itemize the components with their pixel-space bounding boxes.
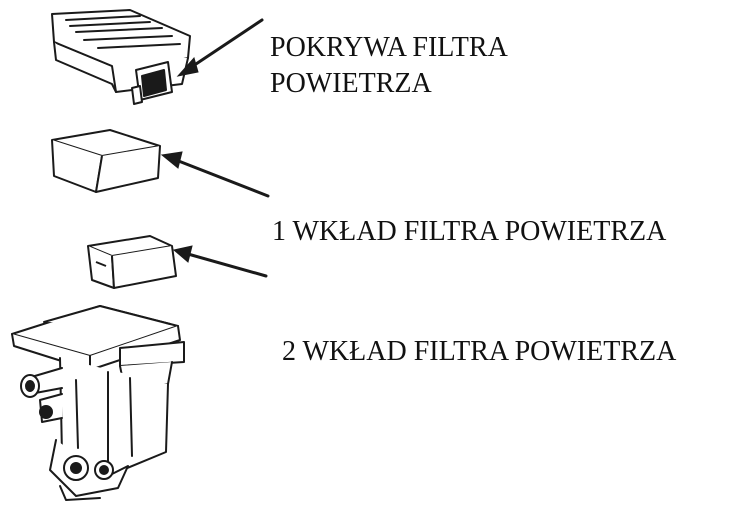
filter2-arrowhead [172, 245, 193, 263]
filter-element-1-illustration [52, 130, 160, 192]
filter-housing-illustration [12, 306, 184, 500]
cover-label-line2: POWIETRZA [270, 68, 432, 99]
air-filter-cover-illustration [52, 10, 190, 104]
filter1-arrowhead [160, 151, 183, 169]
filter-element-2-illustration [88, 236, 176, 288]
cover-leader-arrow [188, 18, 264, 70]
filter-element-1-label: 1 WKŁAD FILTRA POWIETRZA [272, 216, 667, 247]
cover-arrowhead [176, 56, 199, 77]
cover-label-line1: POKRYWA FILTRA [270, 32, 508, 63]
filter1-leader-arrow [174, 158, 270, 198]
cover-label: POKRYWA FILTRA POWIETRZA [270, 30, 508, 102]
filter2-leader-arrow [186, 252, 268, 278]
filter-element-2-label: 2 WKŁAD FILTRA POWIETRZA [282, 336, 677, 367]
leader-lines [160, 18, 270, 278]
